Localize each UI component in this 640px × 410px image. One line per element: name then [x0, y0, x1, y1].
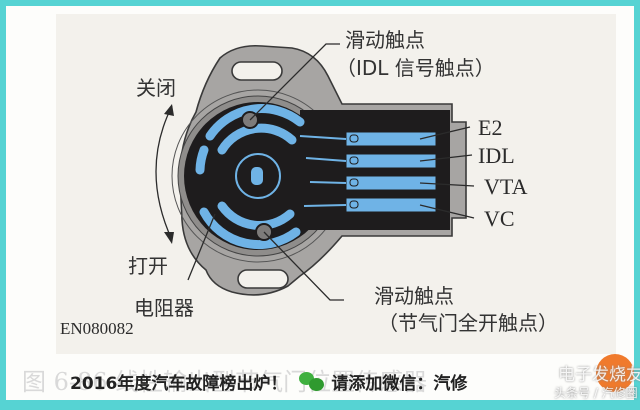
- rotor-shaft: [249, 165, 265, 187]
- slider-bottom-label: 滑动触点: [374, 284, 454, 308]
- slider-bottom-sublabel: （节气门全开触点）: [378, 311, 558, 335]
- terminal-label-vta: VTA: [484, 174, 528, 199]
- terminal-label-vc: VC: [484, 206, 515, 231]
- close-label: 关闭: [136, 76, 176, 100]
- terminal-label-e2: E2: [478, 115, 503, 140]
- arrow-head-open: [164, 232, 174, 244]
- slider-top-sublabel: （IDL 信号触点）: [336, 56, 495, 80]
- watermark-logo-icon: [596, 354, 634, 392]
- watermark-line1: 电子发烧友: [558, 365, 640, 385]
- banner-headline: 2016年度汽车故障榜出炉！: [70, 373, 288, 394]
- resistor-label: 电阻器: [134, 296, 194, 320]
- promo-banner: 2016年度汽车故障榜出炉！ 请添加微信：汽修: [70, 368, 467, 394]
- terminal-label-idl: IDL: [478, 143, 515, 168]
- watermark: 电子发烧友 头条号 / 汽修圈: [530, 346, 640, 404]
- open-label: 打开: [128, 254, 168, 278]
- leader-lines: [187, 43, 475, 301]
- mount-slot-bottom: [237, 269, 289, 289]
- terminal-pins: [345, 131, 437, 213]
- figure-caption-ghost: 图 6-86 线性输出型节气门位置传感器: [22, 368, 428, 396]
- watermark-line2: 头条号 / 汽修圈: [554, 386, 638, 400]
- arrow-head-close: [164, 104, 174, 116]
- slider-top-label: 滑动触点: [345, 28, 425, 52]
- wechat-icon: [299, 370, 325, 392]
- figure-code: EN080082: [60, 319, 134, 338]
- mount-slot-top: [231, 61, 283, 81]
- banner-cta: 请添加微信：汽修: [331, 373, 468, 394]
- rotation-arrow: [155, 105, 173, 241]
